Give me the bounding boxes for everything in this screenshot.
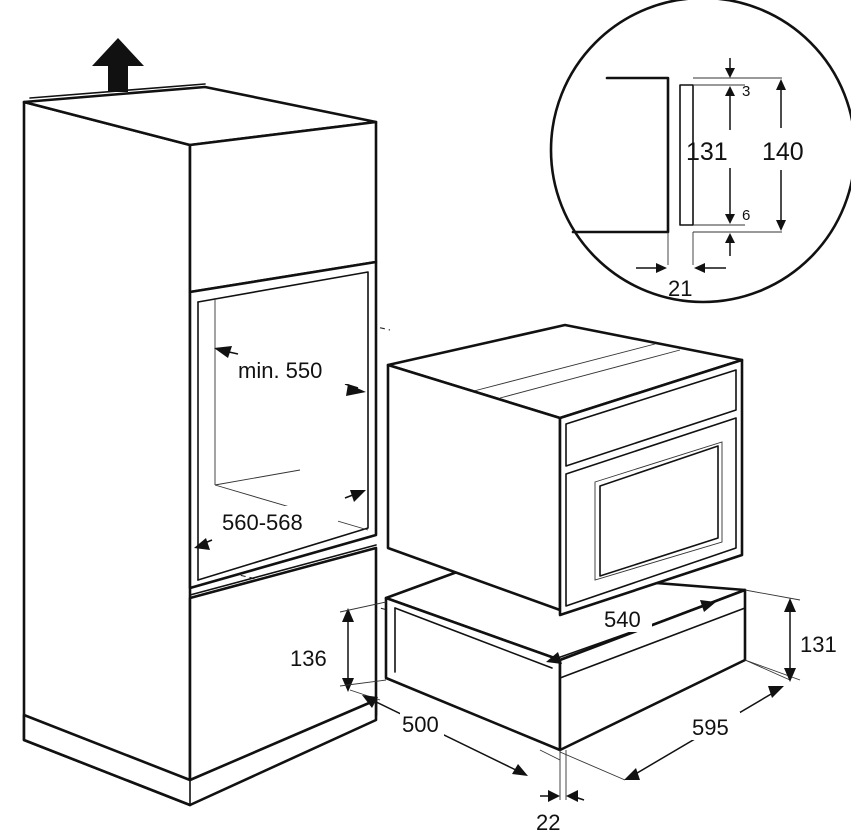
drawer-height-right-label: 131 [800,632,837,657]
drawer-front-offset-label: 22 [536,810,560,835]
detail-gap-bottom-label: 6 [742,207,750,224]
compact-oven [386,323,744,617]
detail-gap-top-label: 3 [742,83,750,100]
detail-width-label: 21 [668,276,692,301]
drawer-inner-width-label: 540 [604,607,641,632]
height-range-label: 560-568 [222,510,303,535]
drawer-depth-label: 500 [402,712,439,737]
detail-inner-height-label: 131 [686,138,728,166]
detail-view [549,0,851,304]
up-arrow-icon [92,38,144,92]
drawer-height-left-label: 136 [290,646,327,671]
tall-cabinet [22,83,391,807]
min-width-label: min. 550 [238,358,322,383]
dimension-labels: min. 550 560-568 136 500 22 540 595 131 … [220,83,837,835]
drawer-width-label: 595 [692,715,729,740]
detail-total-height-label: 140 [762,138,804,166]
